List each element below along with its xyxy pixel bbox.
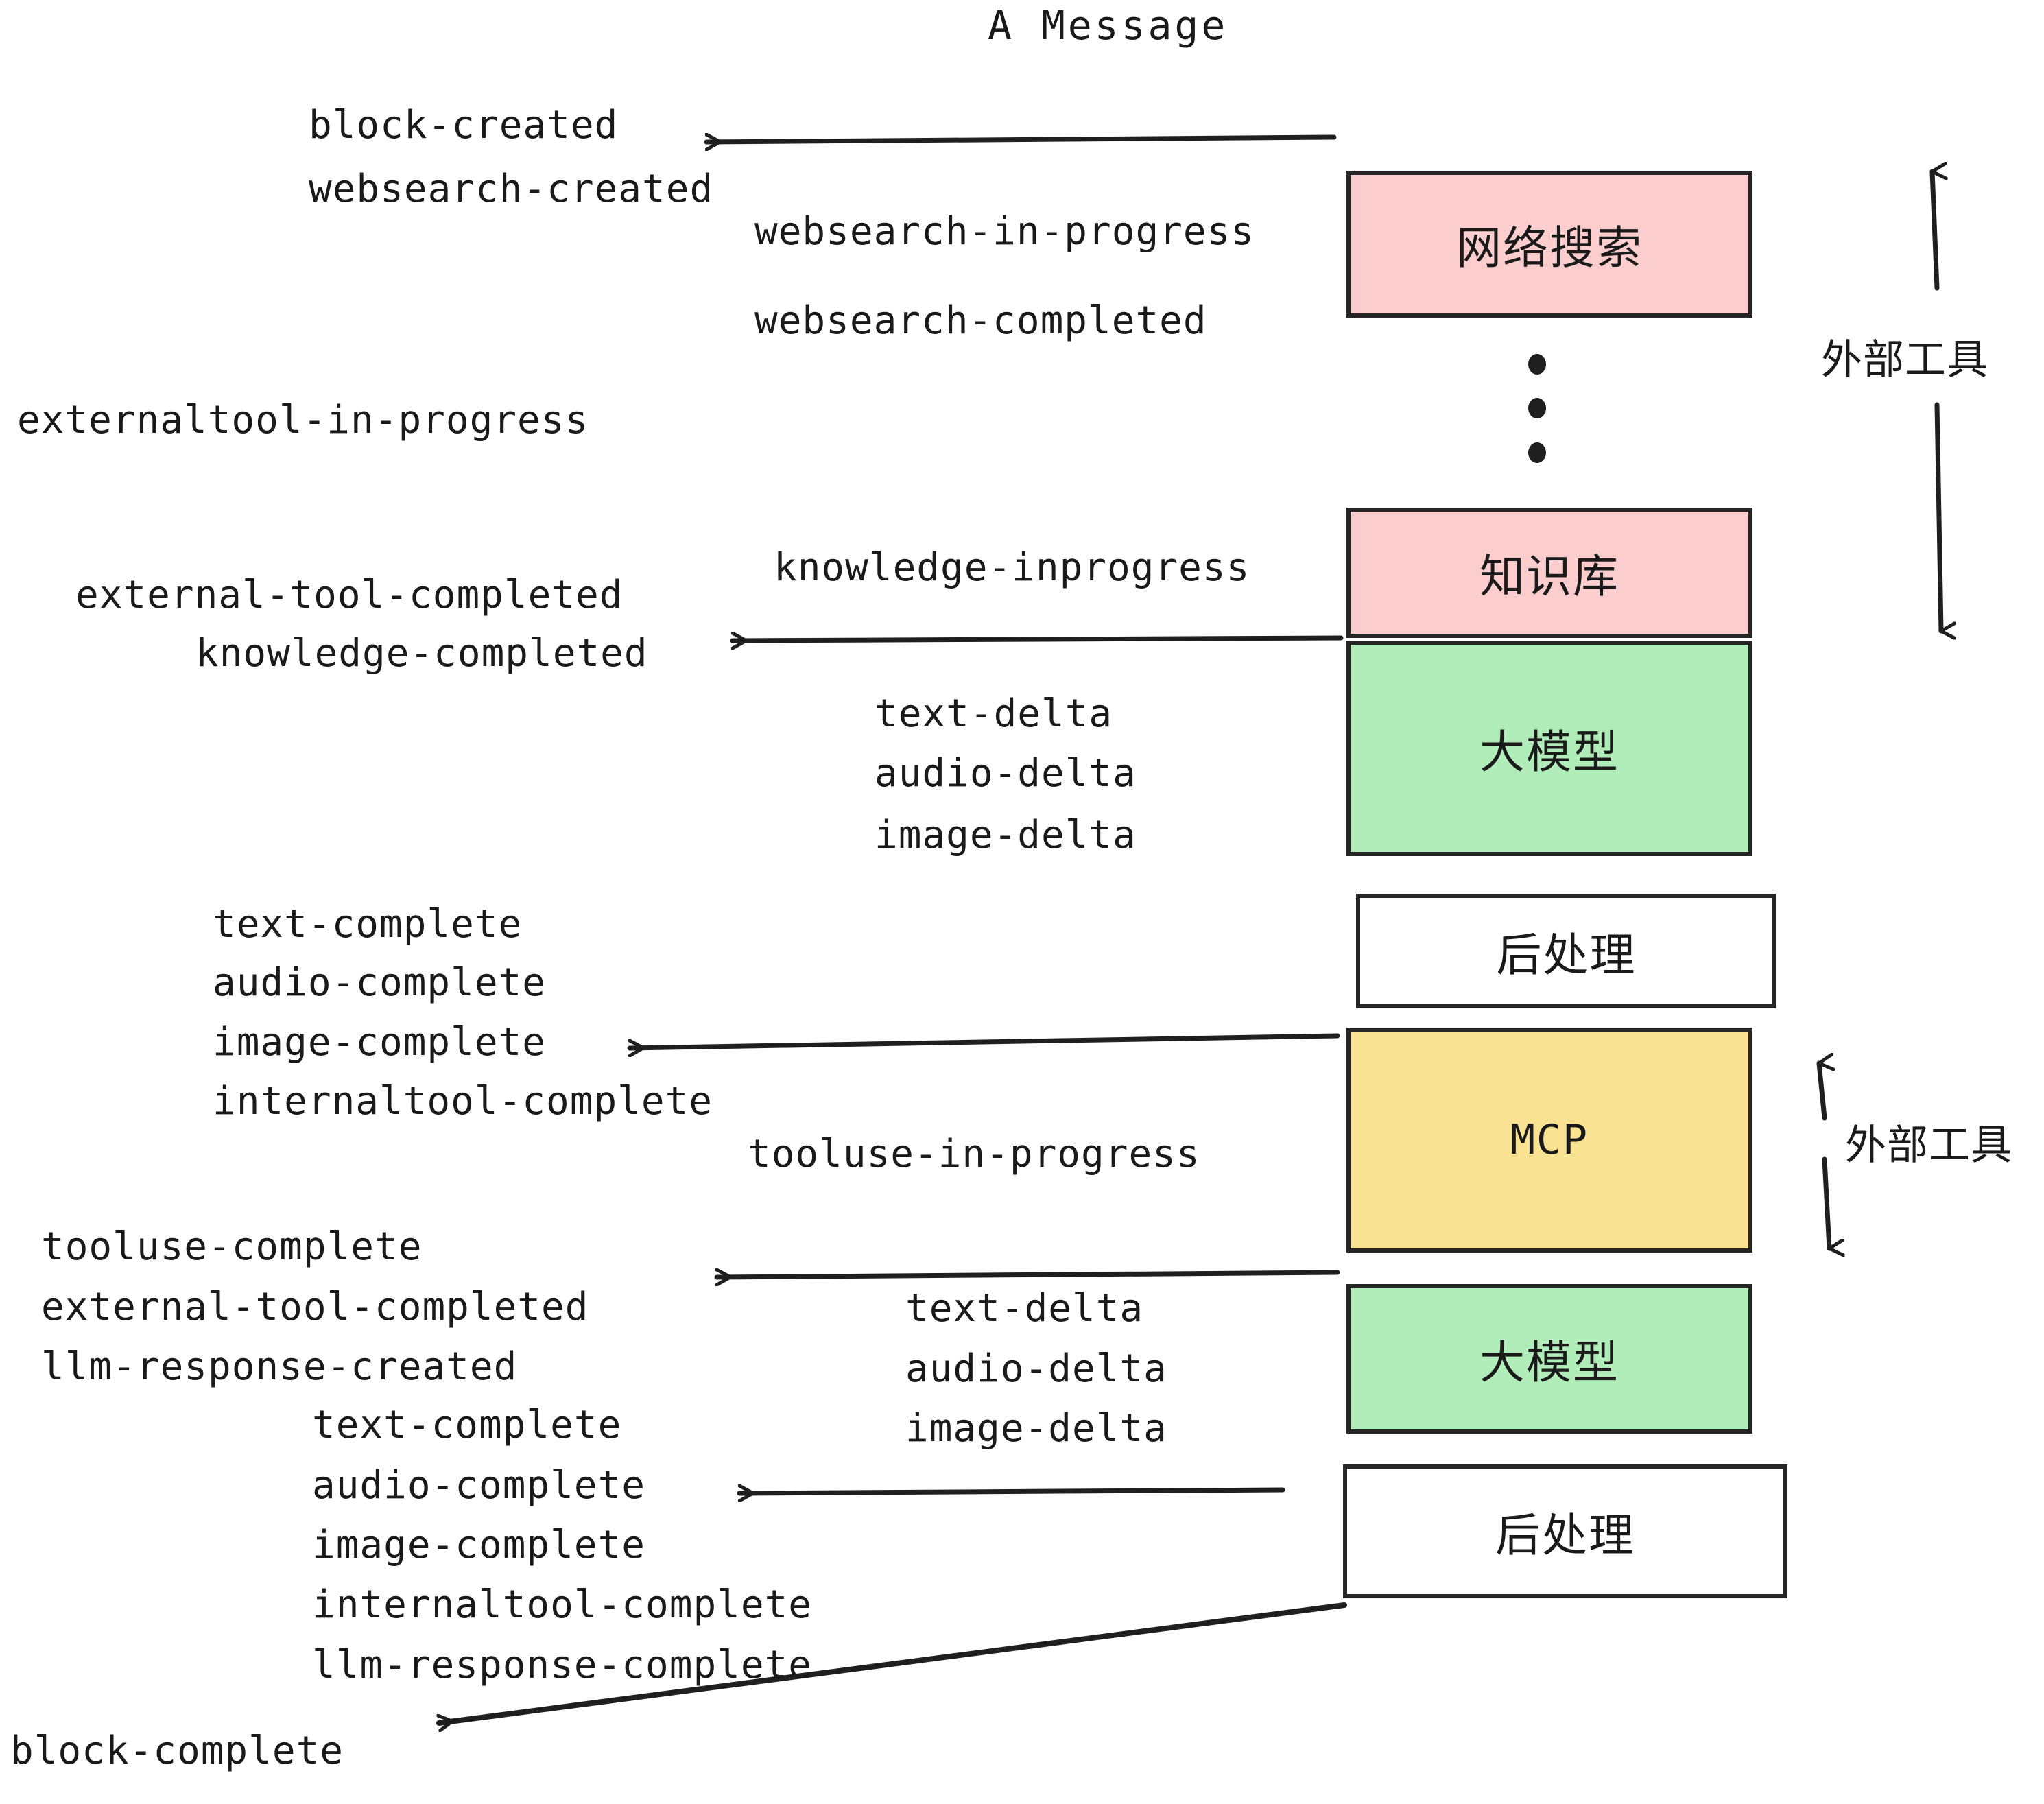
event-text-complete-first: text-complete xyxy=(213,902,523,947)
node-llm-first[interactable]: 大模型 xyxy=(1346,641,1752,856)
event-text-complete-second: text-complete xyxy=(312,1403,622,1447)
event-externaltool-in-progress: externaltool-in-progress xyxy=(17,398,589,442)
node-label: 大模型 xyxy=(1479,1336,1619,1389)
event-websearch-in-progress: websearch-in-progress xyxy=(754,209,1255,254)
ellipsis-dot xyxy=(1528,398,1546,418)
node-label: 后处理 xyxy=(1496,928,1637,982)
event-image-delta-second: image-delta xyxy=(905,1406,1167,1451)
event-websearch-completed: websearch-completed xyxy=(754,298,1207,343)
arrow-image-complete xyxy=(627,1033,1340,1048)
arrow-block-created xyxy=(704,137,1337,142)
node-label: 后处理 xyxy=(1495,1508,1635,1562)
event-internaltool-complete-second: internaltool-complete xyxy=(312,1582,813,1627)
event-image-complete-first: image-complete xyxy=(213,1020,547,1065)
event-image-delta-first: image-delta xyxy=(875,813,1137,857)
event-text-delta-first: text-delta xyxy=(875,691,1113,736)
external-tool-label-lower: 外部工具 xyxy=(1845,1121,2012,1170)
ellipsis-dot xyxy=(1528,354,1546,375)
event-image-complete-second: image-complete xyxy=(312,1523,646,1567)
event-websearch-created: websearch-created xyxy=(309,167,714,211)
node-label: 知识库 xyxy=(1479,550,1619,603)
arrow-knowledge-completed xyxy=(730,638,1344,641)
event-llm-response-complete: llm-response-complete xyxy=(312,1643,813,1687)
node-label: MCP xyxy=(1510,1116,1589,1164)
page-title: A Message xyxy=(988,2,1228,49)
node-postprocess-first[interactable]: 后处理 xyxy=(1356,894,1776,1008)
event-block-complete: block-complete xyxy=(10,1729,344,1773)
event-audio-complete-first: audio-complete xyxy=(213,960,547,1005)
external-tool-label-upper: 外部工具 xyxy=(1821,336,1988,384)
node-label: 网络搜索 xyxy=(1456,222,1643,274)
event-block-created: block-created xyxy=(309,103,619,147)
event-text-delta-second: text-delta xyxy=(905,1286,1144,1331)
node-label: 大模型 xyxy=(1479,726,1619,779)
event-internaltool-complete-first: internaltool-complete xyxy=(213,1079,713,1124)
external-tool-bracket-upper xyxy=(1929,171,1941,631)
event-external-tool-completed-second: external-tool-completed xyxy=(41,1285,589,1329)
event-llm-response-created: llm-response-created xyxy=(41,1344,518,1389)
external-tool-bracket-lower xyxy=(1816,1063,1829,1248)
event-audio-delta-first: audio-delta xyxy=(875,751,1137,796)
node-websearch[interactable]: 网络搜索 xyxy=(1346,171,1752,318)
event-tooluse-complete: tooluse-complete xyxy=(41,1224,423,1269)
event-tooluse-in-progress: tooluse-in-progress xyxy=(748,1132,1200,1176)
event-knowledge-inprogress: knowledge-inprogress xyxy=(774,545,1250,590)
node-llm-second[interactable]: 大模型 xyxy=(1346,1284,1752,1434)
event-external-tool-completed-first: external-tool-completed xyxy=(75,573,623,617)
arrow-tooluse-complete xyxy=(714,1272,1340,1277)
node-knowledge[interactable]: 知识库 xyxy=(1346,508,1752,638)
event-audio-delta-second: audio-delta xyxy=(905,1346,1167,1391)
event-knowledge-completed: knowledge-completed xyxy=(195,631,648,676)
ellipsis-dot xyxy=(1528,442,1546,463)
arrow-audio-complete xyxy=(737,1490,1285,1493)
node-postprocess-second[interactable]: 后处理 xyxy=(1343,1464,1787,1598)
node-mcp[interactable]: MCP xyxy=(1346,1028,1752,1253)
event-audio-complete-second: audio-complete xyxy=(312,1463,646,1508)
